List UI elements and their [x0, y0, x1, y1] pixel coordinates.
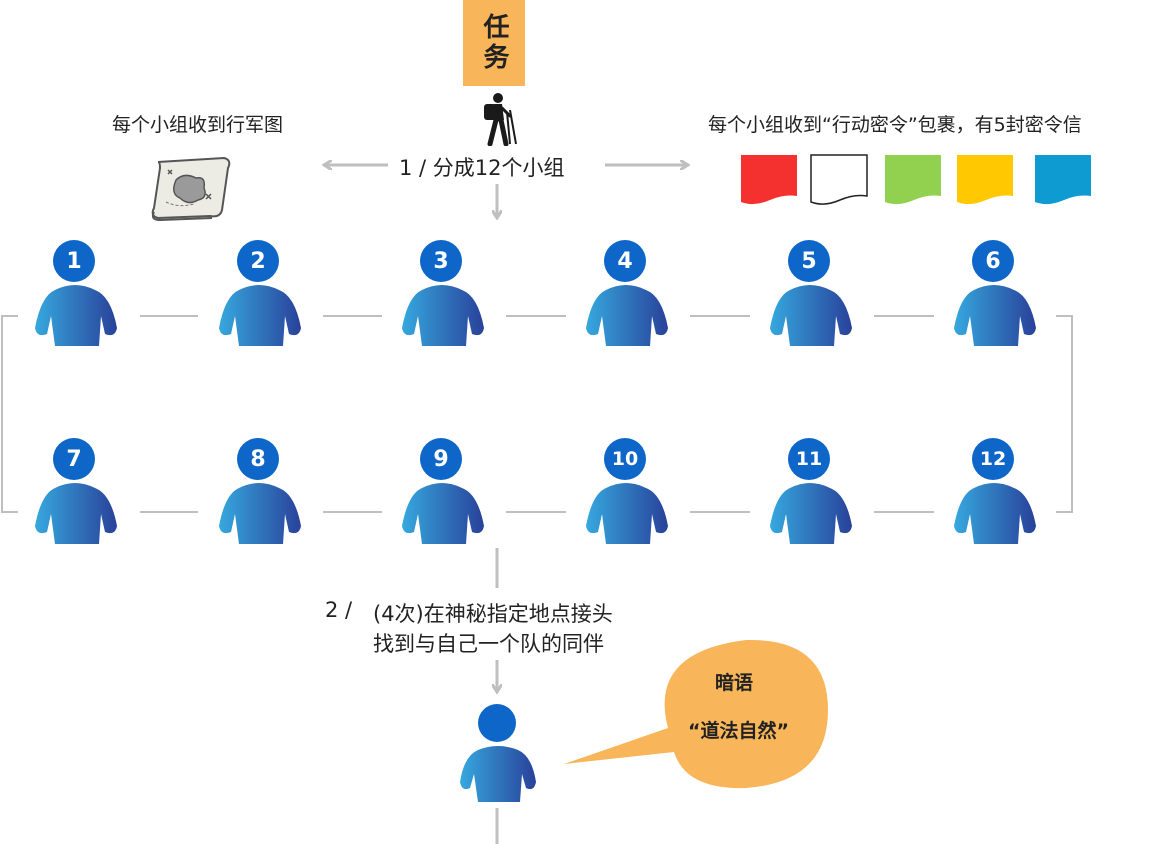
person-body-icon: [402, 285, 484, 346]
group-number-badge: 9: [420, 438, 462, 480]
bubble-line1: 暗语: [715, 672, 754, 694]
group-7-person: 7: [25, 438, 125, 558]
group-number-badge: 5: [788, 240, 830, 282]
group-5-person: 5: [760, 240, 860, 360]
group-number-badge: 10: [604, 438, 646, 480]
person-body-icon: [586, 285, 668, 346]
person-body-icon: [35, 285, 117, 346]
group-12-person: 12: [944, 438, 1044, 558]
step2-prefix: 2 /: [325, 598, 353, 622]
group-10-person: 10: [576, 438, 676, 558]
left-note: 每个小组收到行军图: [112, 114, 284, 136]
group-9-person: 9: [392, 438, 492, 558]
letter-white-icon: [810, 154, 868, 205]
person-body-icon: [219, 285, 301, 346]
right-note: 每个小组收到“行动密令”包裹，有5封密令信: [708, 114, 1082, 136]
group-1-person: 1: [25, 240, 125, 360]
person-body-icon: [770, 483, 852, 544]
person-body-icon: [586, 483, 668, 544]
task-label: 任务: [479, 13, 509, 73]
group-number-badge: 2: [237, 240, 279, 282]
map-icon: [151, 156, 231, 222]
person-body-icon: [954, 483, 1036, 544]
group-11-person: 11: [760, 438, 860, 558]
letter-green-icon: [885, 155, 941, 205]
person-body-icon: [402, 483, 484, 544]
letter-blue-icon: [1035, 155, 1091, 205]
person-body-icon: [219, 483, 301, 544]
step1-label: 1 / 分成12个小组: [399, 156, 565, 180]
group-2-person: 2: [209, 240, 309, 360]
group-8-person: 8: [209, 438, 309, 558]
hiker-icon: [484, 93, 517, 146]
group-number-badge: 7: [53, 438, 95, 480]
group-number-badge: 3: [420, 240, 462, 282]
group-number-badge: 4: [604, 240, 646, 282]
meeting-person: [448, 702, 548, 822]
group-number-badge: 8: [237, 438, 279, 480]
letter-red-icon: [741, 155, 797, 205]
group-number-badge: 12: [972, 438, 1014, 480]
group-3-person: 3: [392, 240, 492, 360]
person-body-icon: [954, 285, 1036, 346]
person-head: [478, 704, 516, 742]
person-body-icon: [460, 746, 536, 802]
group-number-badge: 11: [788, 438, 830, 480]
bubble-line2: “道法自然”: [688, 720, 789, 742]
person-body-icon: [770, 285, 852, 346]
speech-bubble: [564, 639, 828, 789]
letter-yellow-icon: [957, 155, 1013, 205]
group-number-badge: 6: [972, 240, 1014, 282]
task-box: 任务: [463, 0, 525, 86]
person-body-icon: [35, 483, 117, 544]
group-number-badge: 1: [53, 240, 95, 282]
step2-line1: (4次)在神秘指定地点接头: [373, 602, 613, 626]
group-6-person: 6: [944, 240, 1044, 360]
step2-line2: 找到与自己一个队的同伴: [373, 632, 604, 656]
group-4-person: 4: [576, 240, 676, 360]
